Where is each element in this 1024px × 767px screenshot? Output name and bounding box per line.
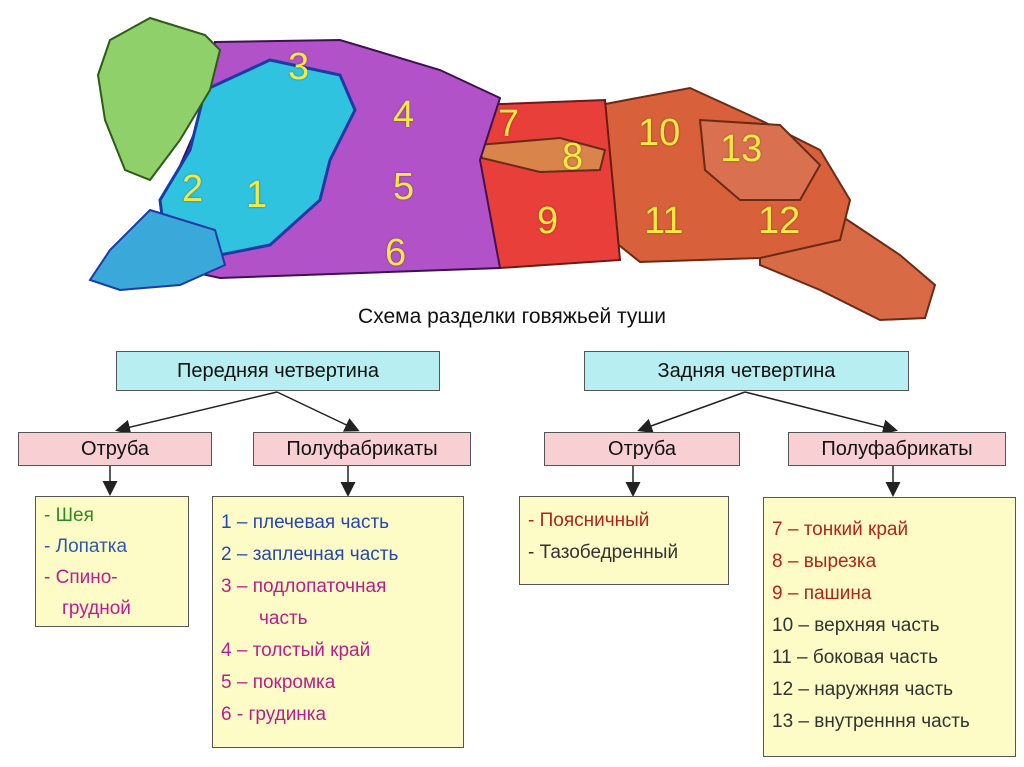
rear-otruba-box: Отруба xyxy=(544,432,740,466)
cut-label-5: 5 xyxy=(393,168,414,206)
list-item: 4 – толстый край xyxy=(221,635,455,667)
list-item: 11 – боковая часть xyxy=(772,642,1007,674)
rear-quarter-box: Задняя четвертина xyxy=(584,351,909,391)
list-item: часть xyxy=(221,603,455,635)
list-item: 3 – подлопаточная xyxy=(221,571,455,603)
list-item: - Спино- xyxy=(44,562,180,593)
list-item: грудной xyxy=(44,593,180,624)
diagram-caption: Схема разделки говяжьей туши xyxy=(0,305,1024,329)
list-item: 8 – вырезка xyxy=(772,546,1007,578)
list-item: - Тазобедренный xyxy=(528,537,720,569)
list-item: - Лопатка xyxy=(44,531,180,562)
list-item: 7 – тонкий край xyxy=(772,514,1007,546)
arrow-front-to-otruba xyxy=(118,392,277,430)
cut-label-2: 2 xyxy=(182,170,203,208)
list-item: - Шея xyxy=(44,500,180,531)
front-otruba-box: Отруба xyxy=(18,432,212,466)
rear-polu-box: Полуфабрикаты xyxy=(788,432,1006,466)
front-otruba-list: - Шея - Лопатка - Спино- грудной xyxy=(35,496,189,627)
cut-label-4: 4 xyxy=(393,96,414,134)
front-quarter-box: Передняя четвертина xyxy=(116,351,440,391)
cut-label-10: 10 xyxy=(638,114,680,152)
cut-label-1: 1 xyxy=(246,176,267,214)
list-item: 9 – пашина xyxy=(772,578,1007,610)
cut-label-9: 9 xyxy=(537,202,558,240)
front-polu-list: 1 – плечевая часть 2 – заплечная часть 3… xyxy=(212,496,464,748)
list-item: 12 – наружняя часть xyxy=(772,674,1007,706)
list-item: 10 – верхняя часть xyxy=(772,610,1007,642)
arrow-front-to-polu xyxy=(277,392,357,430)
cut-label-11: 11 xyxy=(644,202,683,240)
front-polu-box: Полуфабрикаты xyxy=(253,432,471,466)
cut-label-6: 6 xyxy=(385,234,406,272)
arrow-rear-to-polu xyxy=(745,392,895,430)
list-item: - Поясничный xyxy=(528,505,720,537)
cut-label-13: 13 xyxy=(720,130,762,168)
loin-region xyxy=(475,100,620,268)
arrow-rear-to-otruba xyxy=(640,392,745,430)
cut-label-7: 7 xyxy=(498,105,519,143)
list-item: 6 - грудинка xyxy=(221,699,455,731)
list-item: 2 – заплечная часть xyxy=(221,539,455,571)
beef-carcass-illustration xyxy=(0,0,1024,330)
cut-label-8: 8 xyxy=(562,138,583,176)
list-item: 13 – внутренння часть xyxy=(772,706,1007,738)
rear-polu-list: 7 – тонкий край 8 – вырезка 9 – пашина 1… xyxy=(763,497,1016,757)
cut-label-12: 12 xyxy=(758,202,800,240)
list-item: 5 – покромка xyxy=(221,667,455,699)
rear-otruba-list: - Поясничный - Тазобедренный xyxy=(519,496,729,585)
list-item: 1 – плечевая часть xyxy=(221,507,455,539)
cut-label-3: 3 xyxy=(288,48,309,86)
